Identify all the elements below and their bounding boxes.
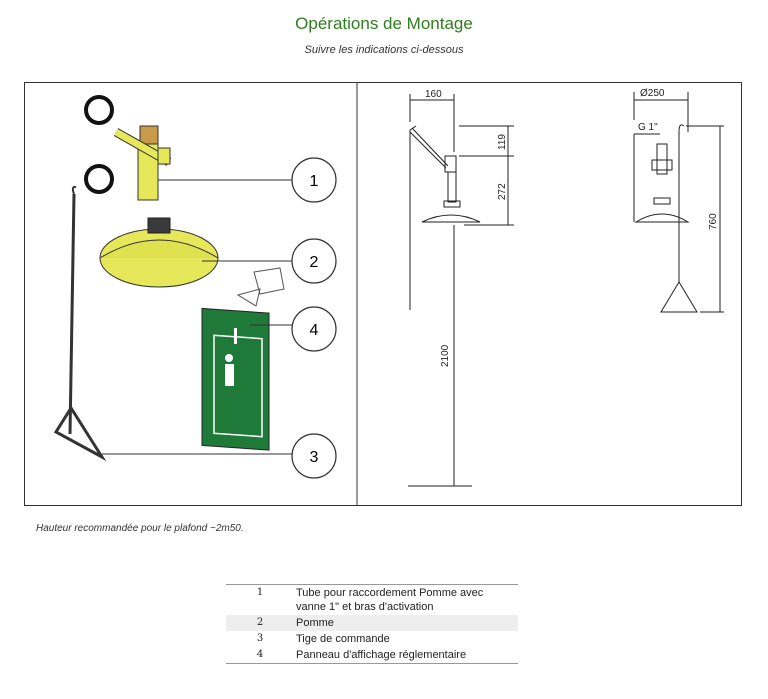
legend-row: 4 Panneau d'affichage réglementaire [226, 647, 518, 664]
dim-diameter: Ø250 [640, 88, 665, 99]
dim-thread: G 1" [638, 122, 658, 133]
legend-number: 3 [256, 633, 264, 644]
dim-total-height: 2100 [440, 344, 451, 367]
legend-number: 4 [226, 647, 294, 664]
side-elevation-drawing [408, 94, 514, 487]
legend-text: Panneau d'affichage réglementaire [294, 647, 518, 664]
legend-text: Tube pour raccordement Pomme avec vanne … [294, 584, 518, 615]
legend-row: 2 Pomme [226, 615, 518, 631]
legend-number: 2 [226, 615, 294, 631]
exploded-view [53, 95, 292, 462]
ceiling-height-note: Hauteur recommandée pour le plafond ~2m5… [36, 523, 244, 534]
callout-4: 4 [291, 306, 337, 352]
callout-label: 3 [310, 449, 319, 466]
dim-arm-height: 119 [497, 134, 508, 150]
legend-row: 1 Tube pour raccordement Pomme avec vann… [226, 584, 518, 615]
legend-row: 3 Tige de commande [226, 631, 518, 647]
page-title: Opérations de Montage [295, 14, 473, 33]
dim-hook-height: 760 [708, 213, 719, 230]
dim-arm-width: 160 [425, 89, 442, 100]
page-subtitle: Suivre les indications ci-dessous [304, 44, 464, 56]
legend-text: Pomme [294, 615, 518, 631]
callout-3: 3 [291, 433, 337, 479]
legend-text: Tige de commande [296, 633, 390, 645]
front-elevation-drawing [633, 92, 724, 313]
callout-label: 2 [310, 254, 319, 271]
legend-number: 1 [226, 584, 294, 615]
assembly-figure: 1 2 4 3 160 119 272 2100 [24, 82, 742, 506]
parts-legend-table: 1 Tube pour raccordement Pomme avec vann… [226, 584, 518, 664]
callout-label: 4 [310, 322, 319, 339]
callout-1: 1 [291, 157, 337, 203]
dim-valve-height: 272 [497, 183, 508, 200]
callout-2: 2 [291, 238, 337, 284]
callout-label: 1 [310, 173, 319, 190]
